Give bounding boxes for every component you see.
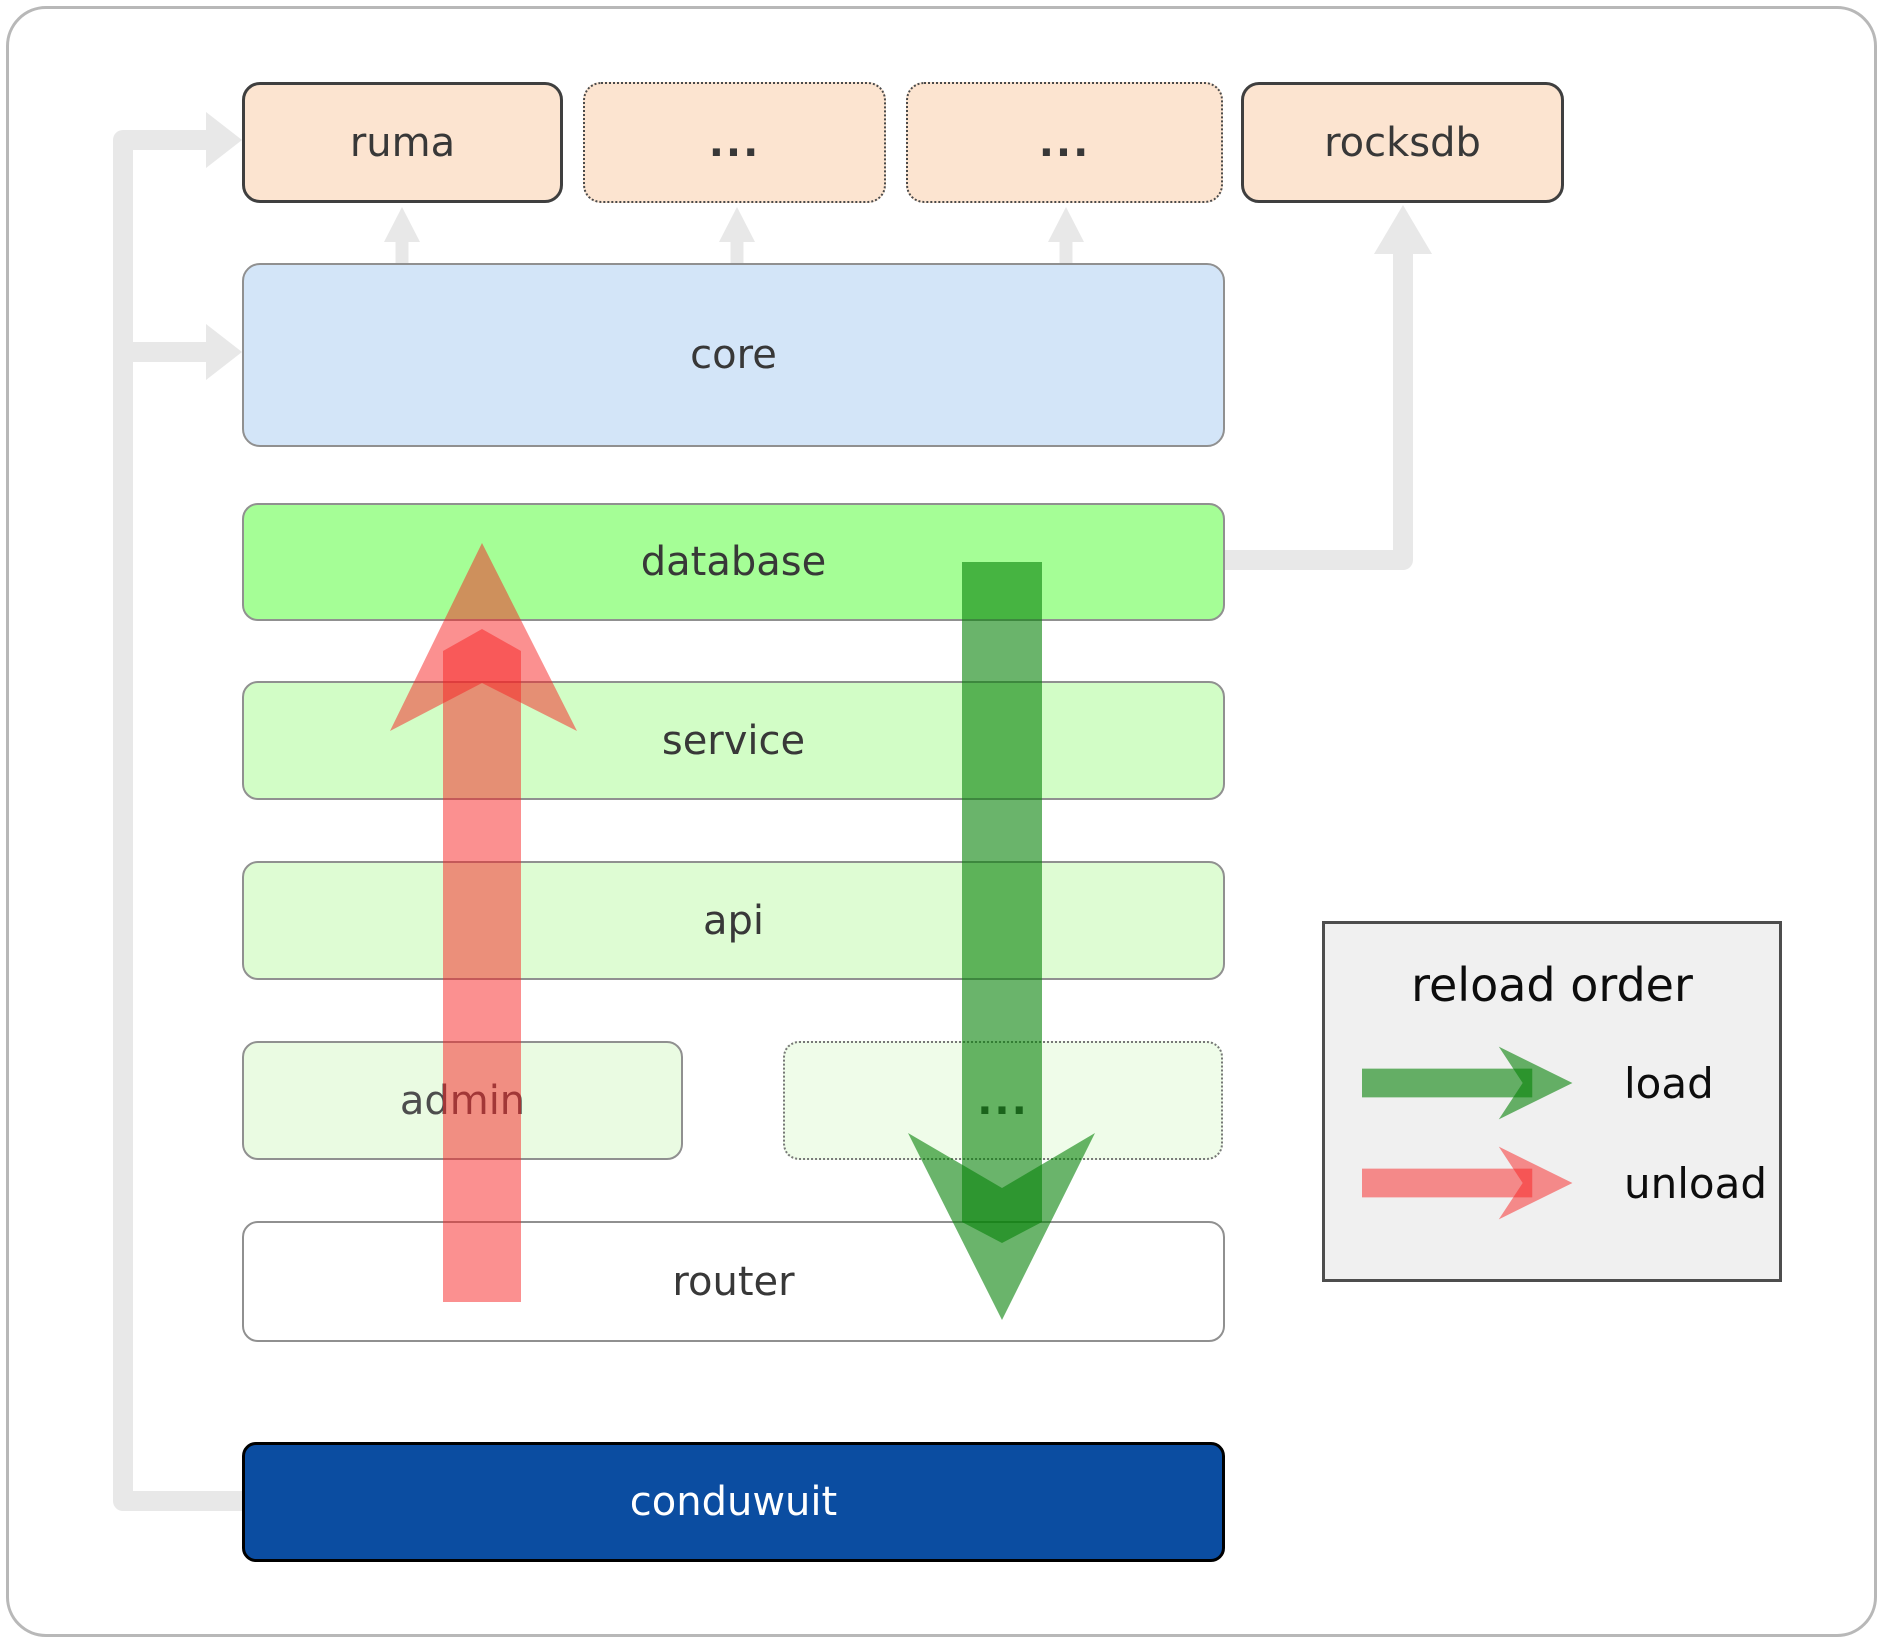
load-arrow-shaft bbox=[962, 562, 1042, 1243]
legend-item-load: load bbox=[1362, 1045, 1714, 1121]
load-arrow-icon-shaft bbox=[1362, 1068, 1533, 1098]
arrowhead-up-icon bbox=[384, 207, 420, 242]
legend: reload order load unload bbox=[1322, 921, 1782, 1282]
connector-conduwuit-to-ruma bbox=[113, 112, 242, 1511]
connector-core-to-dots-1 bbox=[719, 207, 755, 264]
connector-line bbox=[1225, 252, 1413, 570]
unload-arrow-shaft bbox=[443, 629, 521, 1302]
load-arrow-icon-head bbox=[1498, 1046, 1573, 1120]
load-arrowhead-icon bbox=[908, 1133, 1095, 1320]
legend-label-load: load bbox=[1624, 1058, 1714, 1108]
arrowhead-up-icon bbox=[1048, 207, 1084, 242]
box-api: api bbox=[242, 861, 1225, 980]
load-arrow-icon bbox=[1362, 1046, 1573, 1120]
box-core: core bbox=[242, 263, 1225, 447]
connector-line bbox=[113, 130, 242, 1511]
unload-arrow-icon-head bbox=[1498, 1146, 1573, 1220]
box-database: database bbox=[242, 503, 1225, 621]
box-rocksdb: rocksdb bbox=[1241, 82, 1564, 203]
connector-conduwuit-to-core bbox=[123, 324, 242, 380]
load-arrow bbox=[908, 562, 1095, 1320]
box-router: router bbox=[242, 1221, 1225, 1342]
box-dots-2: ... bbox=[906, 82, 1223, 203]
box-conduwuit: conduwuit bbox=[242, 1442, 1225, 1562]
connector-core-to-dots-2 bbox=[1048, 207, 1084, 264]
unload-arrowhead-icon bbox=[390, 543, 577, 731]
connector-core-to-ruma bbox=[384, 207, 420, 264]
arrowhead-up-icon bbox=[1374, 205, 1432, 254]
unload-arrow bbox=[390, 543, 577, 1302]
unload-arrow-icon-shaft bbox=[1362, 1168, 1533, 1198]
unload-arrow-icon bbox=[1362, 1146, 1573, 1220]
arrowhead-up-icon bbox=[719, 207, 755, 242]
legend-title: reload order bbox=[1411, 958, 1693, 1012]
box-ruma: ruma bbox=[242, 82, 563, 203]
legend-label-unload: unload bbox=[1624, 1158, 1768, 1208]
legend-item-unload: unload bbox=[1362, 1145, 1767, 1221]
arrowhead-right-icon bbox=[206, 112, 242, 168]
connector-database-to-rocksdb bbox=[1225, 205, 1432, 570]
box-dots-1: ... bbox=[583, 82, 886, 203]
arrowhead-right-icon bbox=[206, 324, 242, 380]
